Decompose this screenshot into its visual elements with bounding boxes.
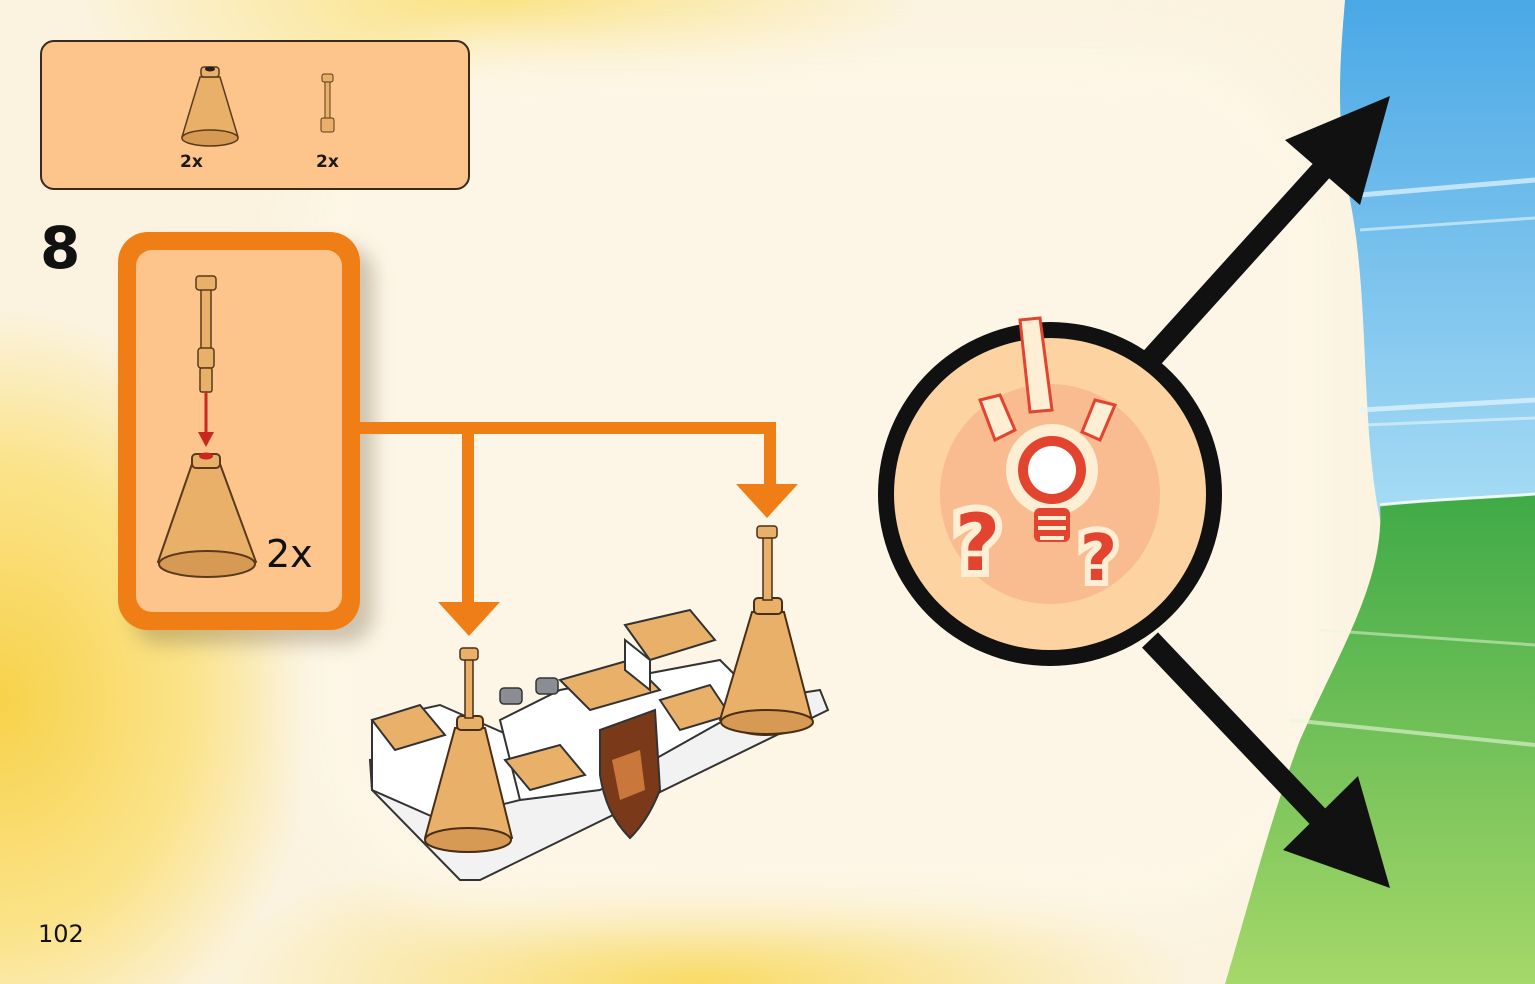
cone-piece-icon <box>181 66 239 147</box>
assembly-direction-arrow-icon <box>198 392 214 447</box>
svg-text:?: ? <box>1080 522 1117 596</box>
cone-piece-icon <box>156 452 258 578</box>
svg-text:?: ? <box>955 499 1000 589</box>
antenna-bar-piece-icon <box>195 275 217 393</box>
svg-text:?: ? <box>1080 522 1117 596</box>
step-number: 8 <box>40 214 81 282</box>
idea-lightbulb-icon <box>1006 424 1098 542</box>
callout-connector-lines <box>360 422 776 610</box>
parts-count-antenna: 2x <box>316 152 339 172</box>
castle-model-illustration <box>368 525 830 881</box>
antenna-bar-piece-icon <box>320 73 335 133</box>
parts-count-cone: 2x <box>180 152 203 172</box>
arrow-down-right-icon <box>1283 776 1390 888</box>
placement-arrow-right-icon <box>736 484 798 518</box>
svg-text:?: ? <box>955 499 1000 589</box>
callout-assembly-illustration <box>156 275 258 578</box>
callout-multiplier: 2x <box>266 532 313 576</box>
parts-list-illustrations <box>181 66 335 147</box>
idea-hint-badge: ? ? ? ? <box>878 316 1222 666</box>
sky-area <box>1340 0 1535 520</box>
sub-assembly-callout: 2x <box>118 232 360 630</box>
question-mark-icon: ? ? <box>1074 516 1123 602</box>
question-mark-icon: ? ? <box>948 492 1007 596</box>
grass-area <box>1225 495 1535 984</box>
alternate-build-arrows <box>1141 96 1390 888</box>
arrow-up-right-icon <box>1285 96 1390 205</box>
parts-list-box: 2x 2x <box>40 40 470 190</box>
placement-arrow-left-icon <box>438 602 500 636</box>
page-number: 102 <box>38 920 84 948</box>
